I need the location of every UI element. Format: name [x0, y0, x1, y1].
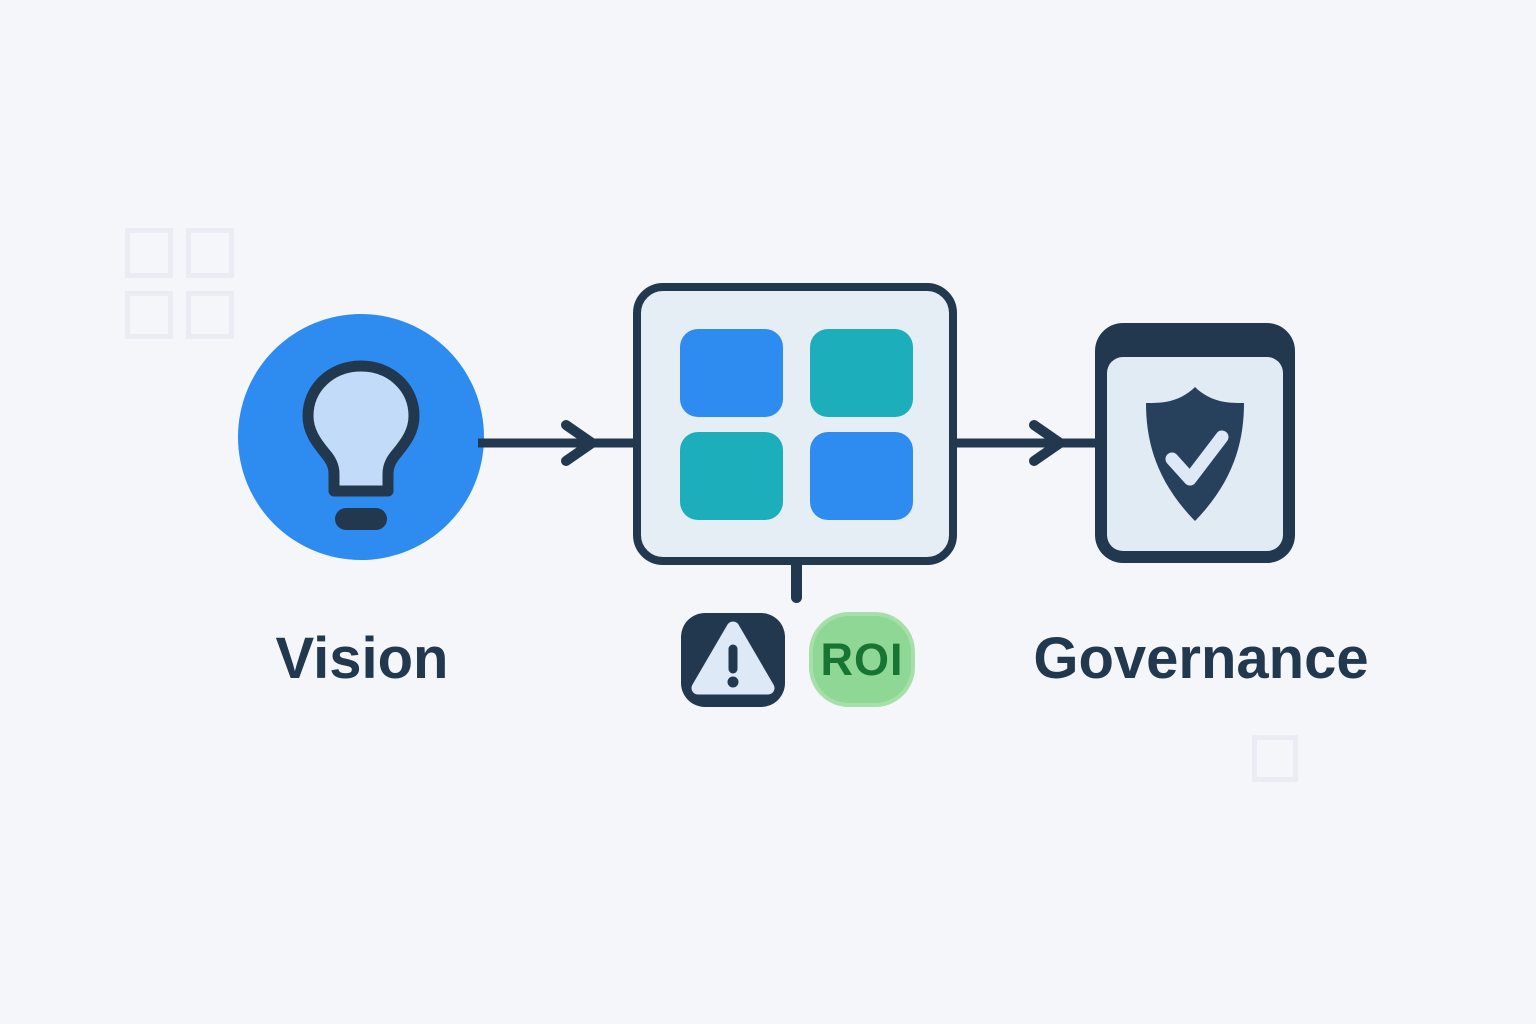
matrix-node: [633, 283, 957, 565]
warning-badge: [681, 613, 785, 707]
vision-label: Vision: [275, 626, 449, 691]
roi-badge: ROI: [809, 612, 915, 707]
decor-square-grid: [125, 228, 234, 339]
decor-square: [1252, 735, 1298, 782]
decor-square: [125, 291, 173, 339]
decor-square: [125, 228, 173, 278]
decor-square: [186, 228, 234, 278]
matrix-tile: [680, 432, 783, 520]
arrow-right-icon: [955, 420, 1097, 466]
decor-square: [186, 291, 234, 339]
matrix-tile: [680, 329, 783, 417]
connector-stem: [791, 560, 802, 603]
shield-check-icon: [1146, 387, 1244, 521]
matrix-tile: [810, 329, 913, 417]
roi-badge-label: ROI: [820, 633, 904, 685]
governance-label: Governance: [1033, 626, 1369, 691]
governance-node-panel: [1107, 357, 1283, 551]
warning-triangle-icon: [691, 621, 775, 695]
lightbulb-icon: [302, 360, 420, 530]
governance-node: [1095, 323, 1295, 563]
matrix-tile: [810, 432, 913, 520]
arrow-right-icon: [478, 420, 636, 466]
vision-node: [238, 314, 484, 560]
